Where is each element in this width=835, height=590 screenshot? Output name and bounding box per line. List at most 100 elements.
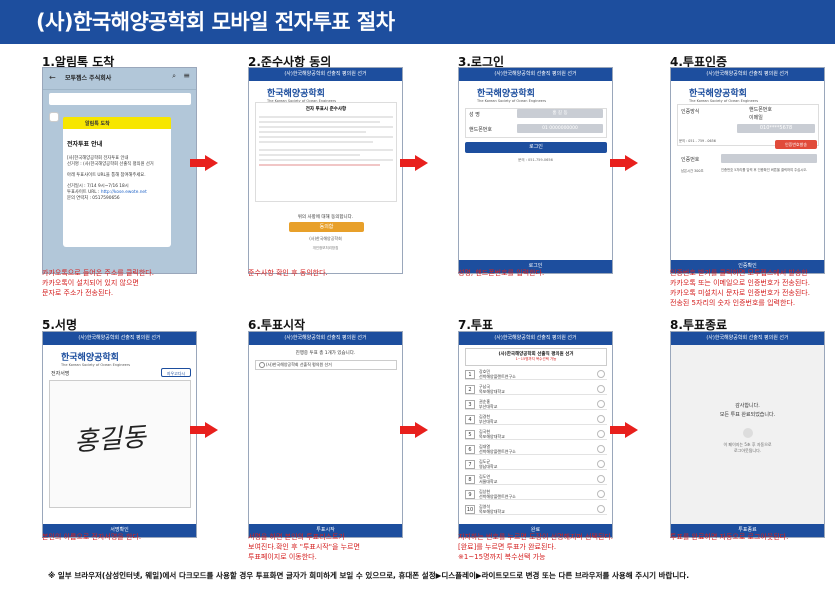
back-arrow-icon[interactable]: ←	[49, 73, 56, 82]
step-4-desc: 인증번호 받기를 클릭하면 모투젭스에서 발송한 카카오톡 또는 이메일으로 인…	[670, 268, 810, 308]
desc-line: 전송된 5자리의 숫자 인증번호를 입력한다.	[670, 299, 796, 307]
phone-input[interactable]: 01 0000000000	[517, 124, 603, 133]
stamp-check-icon[interactable]	[597, 445, 605, 453]
candidate-number[interactable]: 8	[465, 475, 475, 484]
sign-confirm-button[interactable]: 서명확인	[43, 524, 196, 537]
candidate-number[interactable]: 9	[465, 490, 475, 499]
candidate-name: 구남국	[479, 384, 491, 389]
agree-box[interactable]: 전자 투표시 준수사항	[255, 102, 397, 202]
candidate-name: 김국현	[479, 429, 491, 434]
org-sub: The Korean Society of Ocean Engineers	[689, 99, 759, 103]
stamp-check-icon[interactable]	[597, 505, 605, 513]
candidate-org: 부산대학교	[479, 418, 498, 424]
login-button[interactable]: 로그인	[465, 142, 607, 153]
avatar	[49, 112, 59, 122]
stamp-check-icon[interactable]	[597, 430, 605, 438]
stamp-check-icon[interactable]	[597, 490, 605, 498]
candidate-number[interactable]: 10	[465, 505, 475, 514]
candidate-number[interactable]: 7	[465, 460, 475, 469]
candidate-name: 권순홍	[479, 399, 491, 404]
org-name: 한국해양공학회	[267, 89, 325, 99]
stamp-check-icon[interactable]	[597, 385, 605, 393]
candidate-name: 김상현	[479, 489, 491, 494]
desc-line: 카카오톡이 설치되어 있지 않으면	[42, 279, 139, 287]
candidate-number[interactable]: 1	[465, 370, 475, 379]
candidate-number[interactable]: 3	[465, 400, 475, 409]
desc-line: 카카오톡 또는 이메일으로 인증번호가 전송된다.	[670, 279, 810, 287]
election-bar: (사)한국해양공학회 선출직 평의원 선거	[249, 68, 402, 81]
candidate-name: 강호민	[479, 369, 491, 374]
end-line1: 감사합니다.	[735, 403, 760, 409]
radio-icon[interactable]	[259, 362, 265, 368]
page-header: (사)한국해양공학회 모바일 전자투표 절차	[0, 0, 835, 44]
phone-label: 핸드폰번호	[469, 127, 493, 133]
step-8-desc: 투표를 완료하면 자동으로 로그아웃된다.	[670, 532, 788, 542]
end-button[interactable]: 투표종료	[671, 524, 824, 537]
agree-cancel[interactable]: (사)한국해양공학회	[309, 236, 342, 241]
auth-opt-email[interactable]: 이메일	[749, 115, 763, 121]
start-vote-item[interactable]: (사)한국해양공학회 선출직 평의원 선거	[255, 360, 397, 370]
auth-confirm-button[interactable]: 인증확인	[671, 260, 824, 273]
check-icon	[742, 428, 753, 438]
auth-timer: 남은시간 300초	[681, 169, 704, 173]
send-code-button[interactable]: 인증번호발송	[775, 140, 817, 149]
stamp-check-icon[interactable]	[597, 460, 605, 468]
signature-pad[interactable]: 홍길동	[49, 380, 191, 508]
stamp-check-icon[interactable]	[597, 370, 605, 378]
candidate-org: 목포해양대학교	[479, 433, 505, 439]
login-tel: 문의 : 051-759-0656	[518, 158, 553, 162]
agree-button[interactable]: 동의함	[289, 222, 364, 232]
org-name: 한국해양공학회	[689, 89, 747, 99]
desc-line: 준수사항 확인 후 동의한다.	[248, 269, 328, 277]
kakao-toolbar	[49, 93, 191, 105]
stamp-check-icon[interactable]	[597, 400, 605, 408]
candidate-org: 목포해양대학교	[479, 388, 505, 394]
candidate-number[interactable]: 4	[465, 415, 475, 424]
name-input[interactable]: 홍 길 동	[517, 109, 603, 118]
kakao-body3: 아래 투표사이트 URL을 통해 참여해주세요.	[67, 173, 146, 178]
auth-code-input[interactable]	[721, 154, 817, 163]
vote-complete-button[interactable]: 완료	[459, 524, 612, 537]
kakao-period: 선거일시 : 7/14 9시~7/16 18시	[67, 184, 129, 189]
step-7-desc: 지지하는 번호를 누르면 도장이 선명해지며 선택된다. [완료]를 누르면 투…	[458, 532, 613, 562]
stamp-check-icon[interactable]	[597, 415, 605, 423]
kakao-sender: 모투젭스 주식회사	[65, 75, 112, 82]
menu-icon[interactable]: ≡	[183, 71, 190, 80]
candidate-number[interactable]: 2	[465, 385, 475, 394]
candidate-name: 김도연	[479, 474, 491, 479]
start-notice: 진행중 투표 총 1개가 있습니다.	[295, 351, 356, 356]
search-icon[interactable]: ⌕	[172, 72, 176, 80]
candidate-number[interactable]: 5	[465, 430, 475, 439]
candidate-org: 부산대학교	[479, 403, 498, 409]
login-bottom-button[interactable]: 로그인	[459, 260, 612, 273]
privacy-link[interactable]: 개인정보처리방침	[312, 246, 339, 250]
start-vote-button[interactable]: 투표시작	[249, 524, 402, 537]
election-bar: (사)한국해양공학회 선출직 평의원 선거	[43, 332, 196, 345]
auth-opt-phone[interactable]: 핸드폰번호	[749, 107, 773, 113]
kakao-url-link[interactable]: http://kose.ewote.net	[100, 190, 147, 195]
step-1-title: 1.알림톡 도착	[42, 55, 115, 69]
candidate-number[interactable]: 6	[465, 445, 475, 454]
stamp-check-icon[interactable]	[597, 475, 605, 483]
sign-clear-button[interactable]: 지우고다시	[161, 368, 191, 377]
candidate-name: 김영석	[479, 504, 491, 509]
candidate-org: 선박해양플랜트연구소	[479, 493, 516, 499]
next-arrow-icon	[610, 155, 638, 171]
step-6-desc: 서명을 하면 본인의 투표리스트가 보여진다.확인 후 "투표시작"을 누르면 …	[248, 532, 360, 562]
